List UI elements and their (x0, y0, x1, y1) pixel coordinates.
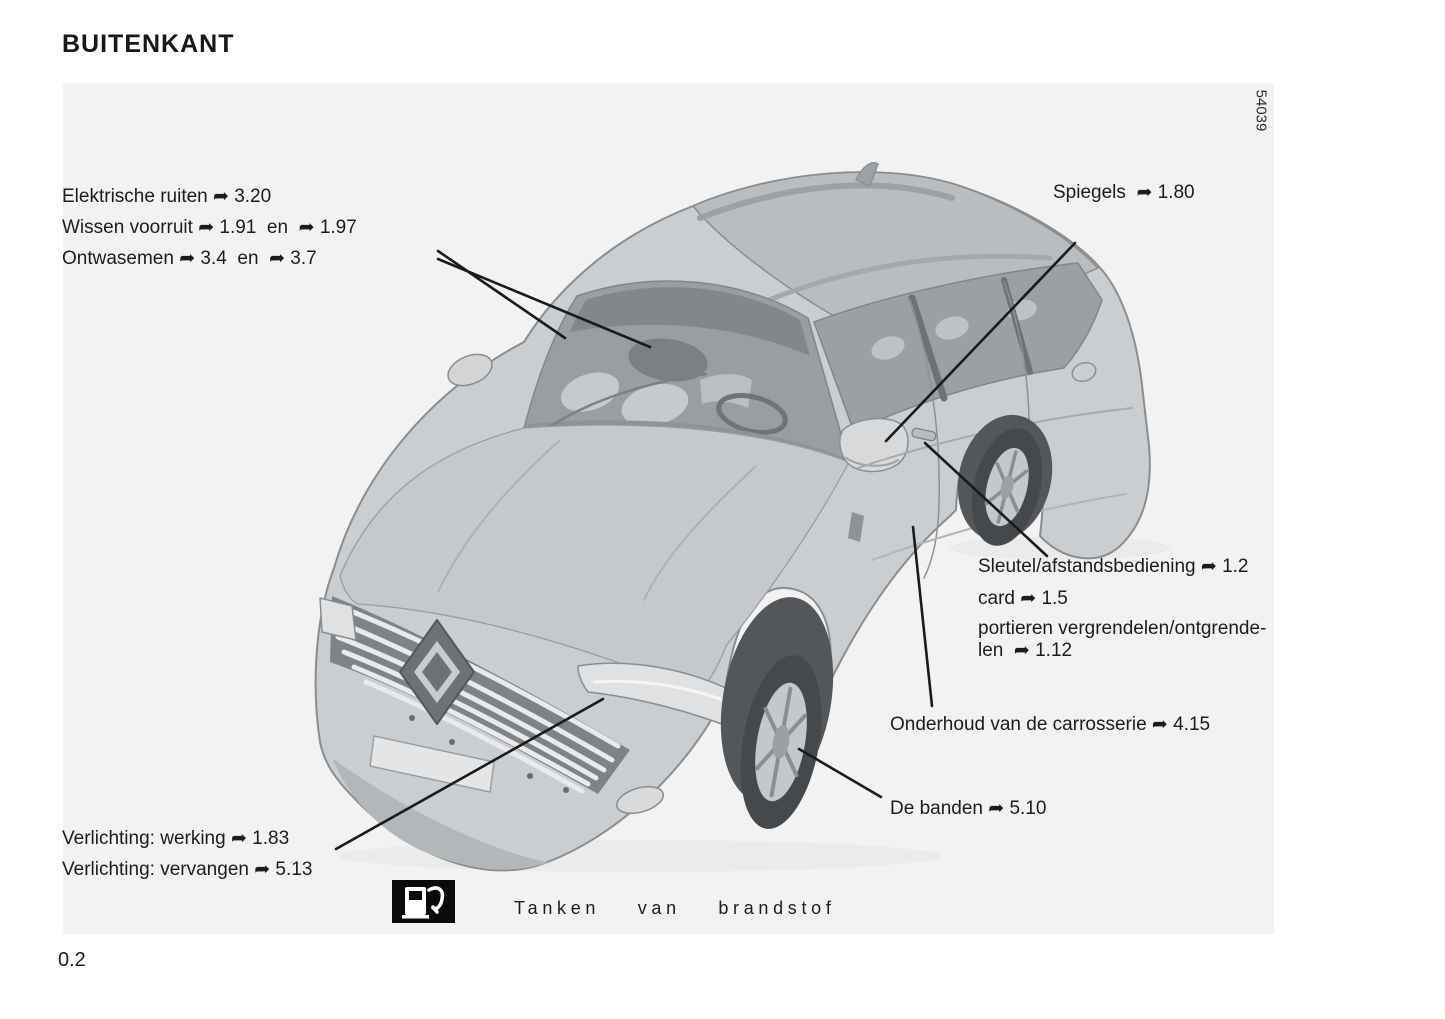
antenna-fin (855, 162, 879, 187)
label-windscreen-wipers: Wissen voorruit ➦ 1.91 en ➦ 1.97 (62, 217, 357, 238)
fog-lamp (615, 785, 665, 815)
rear-wheel (971, 428, 1043, 546)
fuel-pump-icon (392, 880, 455, 923)
label-refuelling: Tanken van brandstof (514, 898, 836, 918)
callout-lines (334, 241, 1077, 851)
callout-line-windows-a (436, 249, 567, 340)
front-wheel (740, 655, 822, 829)
door-handle (911, 427, 937, 442)
interior-mirror (628, 338, 708, 382)
label-electric-windows: Elektrische ruiten ➦ 3.20 (62, 186, 272, 207)
roof-rail-left (697, 182, 955, 221)
parking-sensors (409, 715, 569, 793)
page-title: BUITENKANT (62, 30, 235, 58)
label-door-locking-1: portieren vergrendelen/ontgrende- (978, 618, 1267, 639)
page-number: 0.2 (58, 949, 86, 971)
label-mirrors: Spiegels ➦ 1.80 (1053, 182, 1195, 203)
callout-line-windows-b (436, 257, 652, 349)
roof-rail-right (742, 253, 1053, 313)
label-card: card ➦ 1.5 (978, 588, 1068, 609)
dashboard (524, 420, 849, 462)
wiper (546, 372, 708, 430)
hood-crease-right (643, 465, 757, 601)
windshield-top-shade (570, 287, 810, 356)
bumper-skid (332, 758, 548, 870)
label-lighting-replacement: Verlichting: vervangen ➦ 5.13 (62, 859, 313, 880)
car (314, 162, 1170, 872)
callout-line-key (923, 441, 1049, 558)
headlamp-left (319, 597, 357, 641)
steering-wheel (716, 393, 788, 435)
b-pillar (908, 294, 948, 402)
label-key-remote: Sleutel/afstandsbediening ➦ 1.2 (978, 556, 1249, 577)
front-door-line (909, 299, 940, 579)
label-bodywork-maintenance: Onderhoud van de carrosserie ➦ 4.15 (890, 714, 1211, 735)
figure-code: 54039 (1252, 89, 1270, 132)
renault-logo (399, 619, 475, 725)
hood-crease-left (437, 439, 561, 593)
label-demisting: Ontwasemen ➦ 3.4 en ➦ 3.7 (62, 248, 317, 269)
interior (524, 372, 849, 462)
label-tyres: De banden ➦ 5.10 (890, 798, 1047, 819)
far-side-mirror (447, 353, 493, 387)
callout-line-bodywork (911, 525, 934, 708)
fuel-filler-cap (1071, 361, 1097, 383)
callout-line-mirrors (884, 241, 1077, 443)
callout-line-lighting (334, 697, 605, 851)
grille-slats (333, 603, 621, 794)
callout-line-tyres (797, 747, 883, 799)
label-lighting-operation: Verlichting: werking ➦ 1.83 (62, 828, 290, 849)
fender-vent (848, 512, 864, 542)
label-door-locking-2: len ➦ 1.12 (978, 640, 1073, 661)
